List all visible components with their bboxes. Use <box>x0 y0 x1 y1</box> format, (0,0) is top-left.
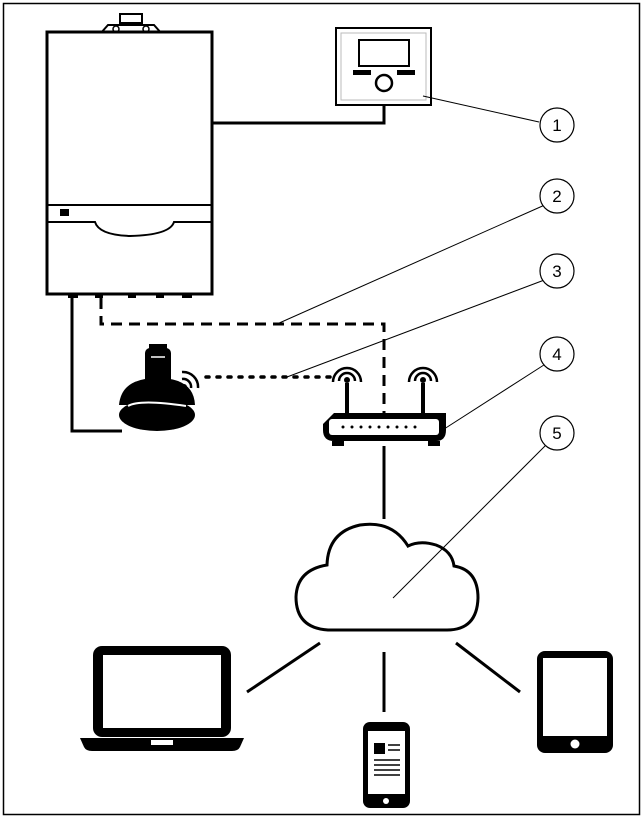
callout-5-label: 5 <box>552 424 561 443</box>
callout-leader-3 <box>287 279 547 377</box>
smartphone-icon <box>363 722 410 808</box>
router-wifi-right-icon <box>409 368 437 383</box>
connection-boiler-gateway <box>72 298 122 431</box>
connection-boiler-controller <box>212 105 384 123</box>
connection-cloud-tablet <box>456 643 520 692</box>
callout-leader-1 <box>423 96 539 122</box>
callout-1: 1 <box>540 108 574 142</box>
callout-3-label: 3 <box>552 262 561 281</box>
callout-4: 4 <box>540 337 574 371</box>
laptop-icon <box>80 646 244 751</box>
router-icon <box>323 383 446 446</box>
room-controller-icon <box>336 28 431 105</box>
callout-2-label: 2 <box>552 187 561 206</box>
wifi-signal-icon <box>181 372 198 390</box>
callout-3: 3 <box>540 254 574 288</box>
callout-5: 5 <box>540 416 574 450</box>
callout-2: 2 <box>540 179 574 213</box>
connection-cloud-laptop <box>247 643 320 692</box>
router-wifi-left-icon <box>333 368 361 383</box>
callout-leader-2 <box>277 204 547 324</box>
callout-4-label: 4 <box>552 345 561 364</box>
boiler-icon <box>47 14 212 298</box>
tablet-icon <box>537 651 613 753</box>
callout-1-label: 1 <box>552 116 561 135</box>
callout-leader-4 <box>441 363 547 431</box>
